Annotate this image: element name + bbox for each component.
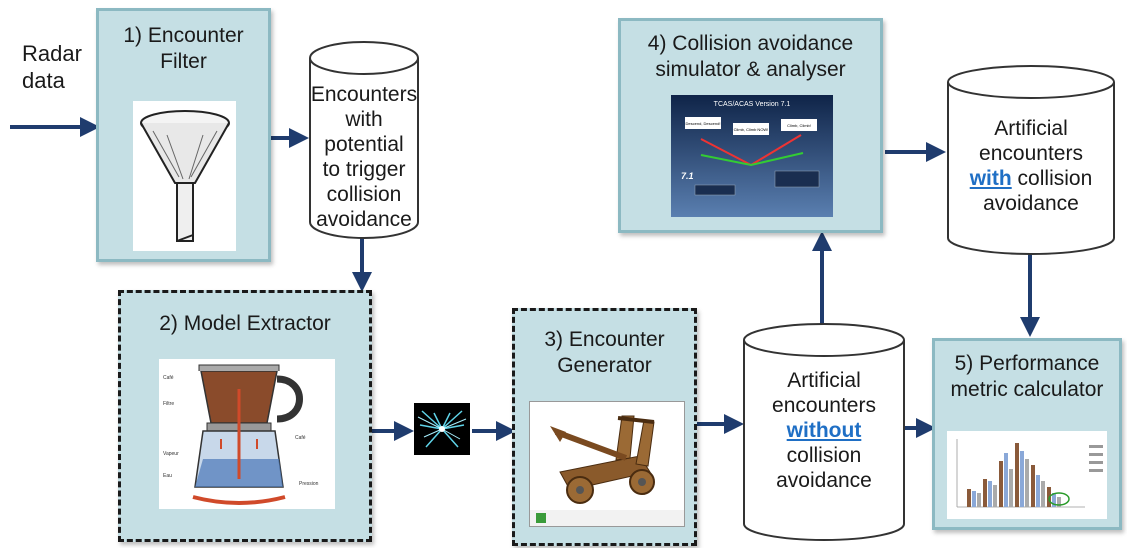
svg-text:Café: Café xyxy=(295,435,306,441)
without-avoidance-cylinder: Artificial encounters without collision … xyxy=(742,322,906,542)
cyl-line-rest: collision xyxy=(1011,167,1093,190)
cyl-line: Encounters xyxy=(310,83,418,106)
model-visualization-icon xyxy=(414,403,470,455)
cyl-line: collision xyxy=(326,183,402,206)
tcas-title: TCAS/ACAS Version 7.1 xyxy=(714,101,791,108)
model-extractor-title: 2) Model Extractor xyxy=(159,312,331,335)
bar-chart-thumbnail xyxy=(947,431,1107,519)
catapult-icon xyxy=(529,401,685,527)
cyl-line: Artificial xyxy=(994,117,1068,140)
cyl-line: to trigger xyxy=(322,158,406,181)
tcas-callout: Climb, Climb! xyxy=(787,123,811,128)
tcas-screenshot: TCAS/ACAS Version 7.1 Descend, Descend! … xyxy=(671,95,833,217)
svg-text:Café: Café xyxy=(163,375,174,381)
cyl-line: with potential xyxy=(324,108,404,156)
encounter-filter-box: 1) Encounter Filter xyxy=(96,8,271,262)
svg-text:Pression: Pression xyxy=(299,481,319,487)
svg-text:Filtre: Filtre xyxy=(163,401,174,407)
cyl-line: avoidance xyxy=(983,192,1079,215)
cyl-line: collision xyxy=(786,444,862,467)
cyl-line: avoidance xyxy=(316,208,412,231)
tcas-callout: Descend, Descend! xyxy=(686,121,721,126)
collision-simulator-title: 4) Collision avoidance simulator & analy… xyxy=(647,32,854,81)
svg-text:Eau: Eau xyxy=(163,473,172,479)
cyl-line: encounters xyxy=(772,394,876,417)
performance-metric-title: 5) Performance metric calculator xyxy=(950,352,1104,401)
with-avoidance-cylinder: Artificial encounters with collision avo… xyxy=(946,64,1116,256)
encounter-filter-title: 1) Encounter Filter xyxy=(123,24,244,73)
cyl-line: encounters xyxy=(979,142,1083,165)
tcas-version: 7.1 xyxy=(681,171,694,181)
svg-text:Vapeur: Vapeur xyxy=(163,451,179,457)
funnel-icon xyxy=(133,101,236,251)
performance-metric-box: 5) Performance metric calculator xyxy=(932,338,1122,530)
cyl-line: avoidance xyxy=(776,469,872,492)
tcas-callout: Climb, Climb NOW! xyxy=(734,127,769,132)
radar-data-label: Radar data xyxy=(22,41,82,93)
encounter-generator-box: 3) Encounter Generator xyxy=(512,308,697,546)
cyl-line: Artificial xyxy=(787,369,861,392)
without-emphasis: without xyxy=(786,419,862,442)
potential-encounters-cylinder: Encounters with potential to trigger col… xyxy=(308,40,420,240)
collision-simulator-box: 4) Collision avoidance simulator & analy… xyxy=(618,18,883,233)
with-emphasis: with xyxy=(969,167,1012,190)
encounter-generator-title: 3) Encounter Generator xyxy=(544,328,665,377)
